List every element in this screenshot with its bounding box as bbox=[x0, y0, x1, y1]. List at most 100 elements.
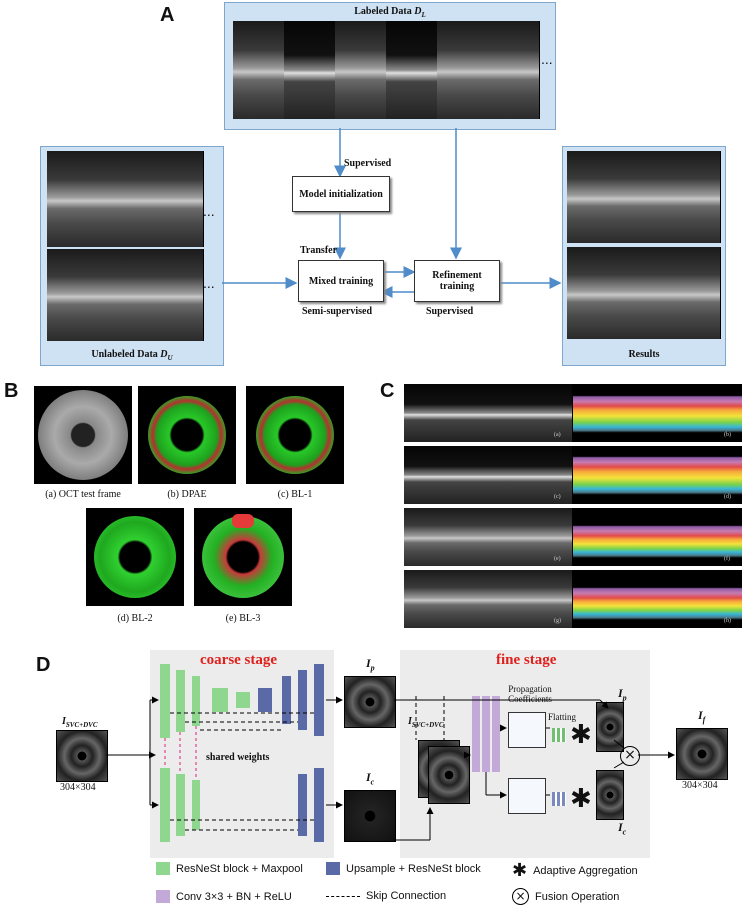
ellipsis: ... bbox=[203, 203, 215, 219]
legend-skip-label: Skip Connection bbox=[366, 890, 447, 902]
asterisk-icon: ✱ bbox=[512, 860, 528, 881]
upsample-resnest-block bbox=[314, 664, 324, 736]
upsample-resnest-block bbox=[298, 670, 307, 730]
ic-label-fine: Ic bbox=[618, 820, 627, 837]
legend-blue-label: Upsample + ResNeSt block bbox=[346, 862, 481, 875]
oct-image bbox=[488, 21, 540, 119]
legend-fusion: × Fusion Operation bbox=[512, 888, 619, 905]
unlabeled-data-title: Unlabeled Data DU bbox=[91, 349, 173, 362]
subfig-label: (g) bbox=[554, 618, 561, 624]
propagation-coefficients-label: Propagation Coefficients bbox=[508, 684, 552, 704]
oct-image bbox=[99, 151, 152, 247]
resnest-maxpool-block bbox=[176, 774, 185, 836]
resnest-maxpool-block bbox=[160, 768, 170, 842]
oct-image bbox=[669, 247, 721, 339]
ellipsis: ... bbox=[203, 275, 215, 291]
bl3-result bbox=[194, 508, 292, 606]
adaptive-aggregation-icon: ✱ bbox=[570, 784, 592, 814]
resnest-maxpool-block bbox=[192, 676, 200, 726]
ip-label-coarse: Ip bbox=[366, 656, 375, 673]
caption-b-a: (a) OCT test frame bbox=[45, 489, 121, 500]
oct-scan bbox=[404, 570, 573, 628]
segmentation-map bbox=[573, 446, 742, 504]
caption-b-c: (c) BL-1 bbox=[277, 489, 313, 500]
final-output-label: If bbox=[698, 708, 706, 725]
mixed-training-box: Mixed training bbox=[298, 260, 384, 302]
legend-purple-label: Conv 3×3 + BN + ReLU bbox=[176, 890, 292, 903]
oct-scan bbox=[404, 508, 573, 566]
labeled-data-title: Labeled Data DL bbox=[354, 6, 426, 19]
subfig-label: (h) bbox=[724, 618, 731, 624]
caption-b-b: (b) DPAE bbox=[167, 489, 207, 500]
semi-supervised-label: Semi-supervised bbox=[302, 306, 372, 317]
oct-image bbox=[437, 21, 489, 119]
ellipsis: ... bbox=[541, 51, 553, 67]
oct-image bbox=[335, 21, 387, 119]
segmentation-map bbox=[573, 508, 742, 566]
coarse-output-ic bbox=[344, 790, 396, 842]
subfig-label: (b) bbox=[724, 432, 731, 438]
fine-stage-title: fine stage bbox=[496, 652, 557, 668]
legend-asterisk: ✱ Adaptive Aggregation bbox=[512, 860, 638, 881]
panel-letter-c: C bbox=[380, 380, 395, 402]
oct-image bbox=[669, 151, 721, 243]
segmentation-map bbox=[573, 384, 742, 442]
conv-bn-relu-block bbox=[482, 696, 490, 772]
legend-fusion-label: Fusion Operation bbox=[535, 890, 620, 903]
oct-scan bbox=[404, 384, 573, 442]
subfig-label: (e) bbox=[554, 556, 561, 562]
supervised-label-top: Supervised bbox=[344, 158, 392, 169]
legend-asterisk-label: Adaptive Aggregation bbox=[533, 864, 638, 877]
resnest-maxpool-block bbox=[160, 664, 170, 738]
propagation-cube-lower bbox=[508, 778, 546, 814]
upsample-resnest-block bbox=[314, 768, 324, 842]
resnest-maxpool-block bbox=[236, 692, 250, 708]
oct-test-frame bbox=[34, 386, 132, 484]
subfig-label: (d) bbox=[724, 494, 731, 500]
segmentation-map bbox=[573, 570, 742, 628]
legend-green-label: ResNeSt block + Maxpool bbox=[176, 862, 303, 875]
legend-green: ResNeSt block + Maxpool bbox=[156, 862, 303, 875]
fusion-operation-icon: × bbox=[620, 746, 640, 766]
oct-image bbox=[99, 249, 152, 341]
legend-skip: Skip Connection bbox=[326, 890, 446, 902]
panel-letter-b: B bbox=[4, 380, 19, 402]
panel-a-arrows bbox=[222, 128, 562, 298]
dpae-result bbox=[138, 386, 236, 484]
subfig-label: (a) bbox=[554, 432, 561, 438]
model-initialization-box: Model initialization bbox=[292, 176, 390, 212]
ip-label-fine: Ip bbox=[618, 686, 627, 703]
input-size: 304×304 bbox=[60, 782, 96, 793]
resnest-maxpool-block bbox=[192, 780, 200, 830]
input-label: ISVC+DVC bbox=[62, 716, 98, 729]
labeled-data-box: Labeled Data DL ... bbox=[224, 2, 556, 130]
upsample-resnest-block bbox=[282, 676, 291, 724]
fusion-icon: × bbox=[512, 888, 529, 905]
oct-image bbox=[618, 247, 670, 339]
oct-image bbox=[151, 249, 204, 341]
ic-label-coarse: Ic bbox=[366, 770, 375, 787]
subfig-label: (f) bbox=[724, 556, 730, 562]
bl1-result bbox=[246, 386, 344, 484]
shared-weights-label: shared weights bbox=[206, 752, 270, 763]
final-output-angiogram bbox=[676, 728, 728, 780]
bl2-result bbox=[86, 508, 184, 606]
oct-image bbox=[151, 151, 204, 247]
coarse-stage-title: coarse stage bbox=[200, 652, 278, 668]
resnest-maxpool-block bbox=[176, 670, 185, 732]
legend-swatch-purple bbox=[156, 890, 170, 903]
subfig-label: (c) bbox=[554, 494, 561, 500]
flatting-label: Flatting bbox=[548, 712, 577, 722]
upsample-resnest-block bbox=[258, 688, 272, 712]
fine-weighted-ic bbox=[596, 770, 624, 820]
upsample-resnest-block bbox=[298, 774, 307, 836]
coarse-output-ip bbox=[344, 676, 396, 728]
adaptive-aggregation-icon: ✱ bbox=[570, 720, 592, 750]
results-box: Results bbox=[562, 146, 726, 366]
oct-image bbox=[567, 151, 619, 243]
caption-b-d: (d) BL-2 bbox=[117, 613, 153, 624]
panel-d-arrows bbox=[106, 696, 675, 841]
legend-blue: Upsample + ResNeSt block bbox=[326, 862, 481, 875]
input-angiogram bbox=[56, 730, 108, 782]
legend-swatch-blue bbox=[326, 862, 340, 875]
